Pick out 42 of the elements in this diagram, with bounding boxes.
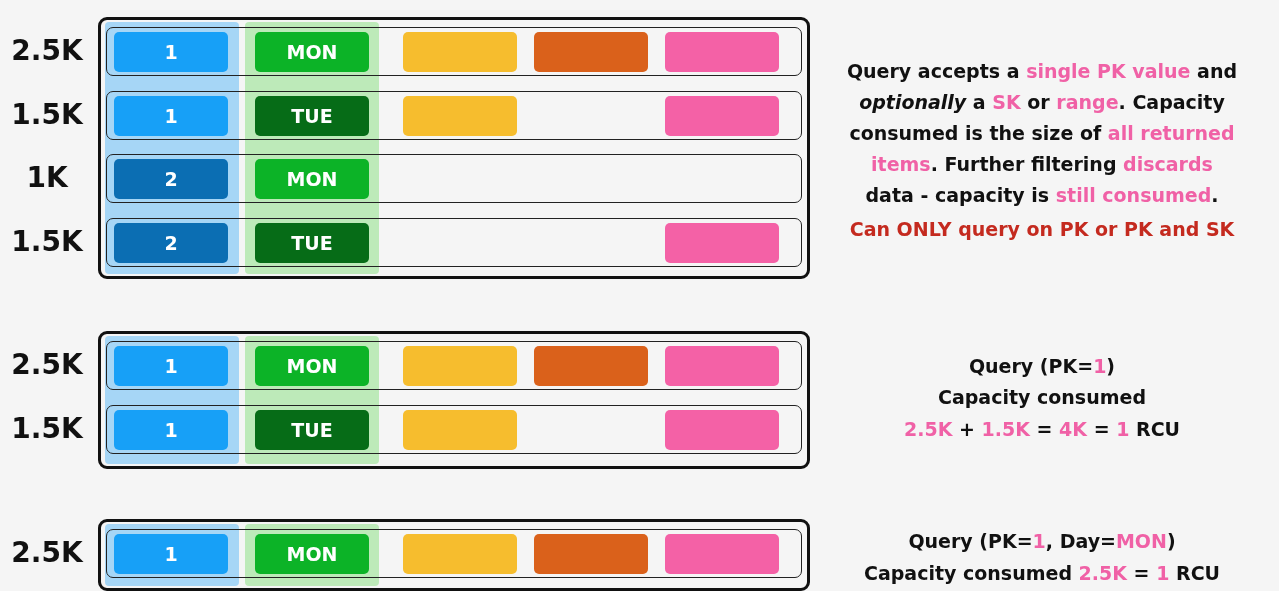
key-chip: 2	[114, 159, 228, 200]
item-size-label: 2.5K	[10, 33, 84, 69]
attribute-chip	[403, 534, 517, 574]
warning-text: Can ONLY query on PK or PK and SK	[848, 217, 1236, 242]
attribute-chip	[534, 32, 648, 72]
capacity-text: Capacity consumed	[937, 385, 1147, 410]
attribute-chip	[403, 95, 517, 136]
attribute-chip	[403, 409, 517, 450]
item-size-label: 2.5K	[10, 535, 84, 571]
description-text: Query accepts a single PK value and optionally a SK or range. Capacity consumed is the size of all returned items. Further filtering discards data - capacity is still consumed.	[846, 59, 1238, 208]
key-chip: 1	[114, 534, 228, 574]
day-chip: TUE	[255, 409, 369, 450]
attribute-chip	[665, 223, 779, 264]
query-text: Query (PK=1)	[967, 354, 1117, 379]
item-size-label: 1K	[25, 160, 69, 197]
attribute-chip	[665, 32, 779, 72]
attribute-chip	[403, 346, 517, 386]
attribute-chip	[534, 534, 648, 574]
item-size-label: 1.5K	[10, 96, 84, 133]
key-chip: 1	[114, 95, 228, 136]
capacity-text: Capacity consumed 2.5K = 1 RCU	[863, 561, 1221, 586]
item-size-label: 2.5K	[10, 347, 84, 383]
key-chip: 1	[114, 409, 228, 450]
day-chip: TUE	[255, 95, 369, 136]
key-chip: 2	[114, 223, 228, 264]
calculation-text: 2.5K + 1.5K = 4K = 1 RCU	[902, 417, 1182, 442]
attribute-chip	[665, 95, 779, 136]
key-chip: 1	[114, 32, 228, 72]
attribute-chip	[534, 346, 648, 386]
day-chip: MON	[255, 534, 369, 574]
item-size-label: 1.5K	[10, 224, 84, 261]
query-text: Query (PK=1, Day=MON)	[907, 529, 1177, 554]
day-chip: MON	[255, 159, 369, 200]
day-chip: MON	[255, 346, 369, 386]
attribute-chip	[665, 534, 779, 574]
attribute-chip	[665, 409, 779, 450]
item-size-label: 1.5K	[10, 410, 84, 447]
attribute-chip	[665, 346, 779, 386]
day-chip: TUE	[255, 223, 369, 264]
key-chip: 1	[114, 346, 228, 386]
day-chip: MON	[255, 32, 369, 72]
attribute-chip	[403, 32, 517, 72]
